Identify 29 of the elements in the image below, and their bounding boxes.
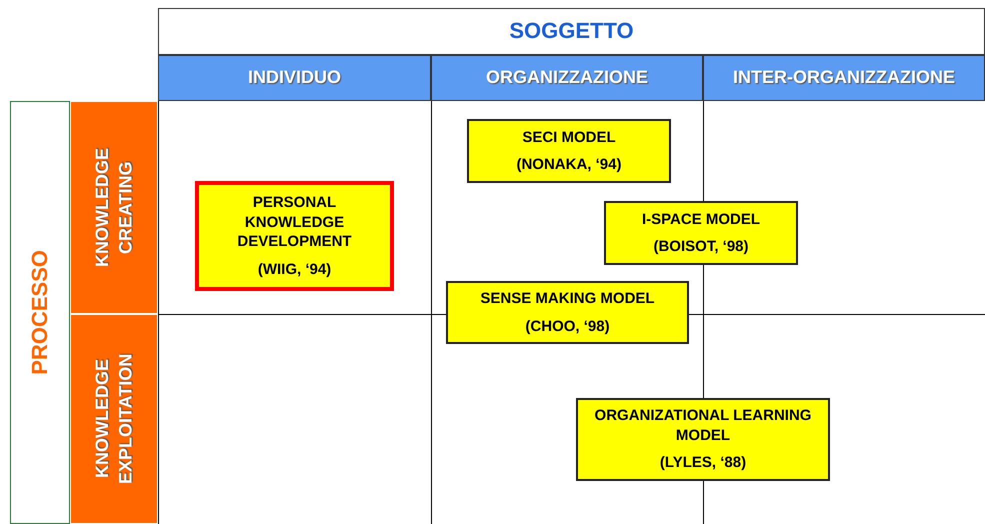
header-title: SOGGETTO bbox=[509, 17, 634, 46]
header-band bbox=[158, 8, 985, 55]
side-title: PROCESSO bbox=[26, 250, 53, 375]
model-text: I-SPACE MODEL bbox=[642, 210, 760, 229]
model-text: (WIIG, ‘94) bbox=[258, 260, 332, 279]
column-header bbox=[158, 55, 431, 101]
model-box bbox=[576, 398, 830, 481]
row-header bbox=[70, 101, 158, 314]
row-title: KNOWLEDGE EXPLOITATION bbox=[90, 352, 136, 486]
model-box bbox=[446, 281, 689, 344]
model-text: PERSONAL KNOWLEDGE DEVELOPMENT bbox=[236, 193, 353, 252]
side-band bbox=[10, 101, 70, 524]
model-text: SENSE MAKING MODEL bbox=[480, 289, 655, 308]
column-title: ORGANIZZAZIONE bbox=[486, 66, 648, 90]
column-header bbox=[431, 55, 703, 101]
model-box bbox=[604, 201, 798, 265]
column-title: INDIVIDUO bbox=[248, 66, 341, 90]
model-box bbox=[195, 181, 394, 291]
model-text: (CHOO, ‘98) bbox=[525, 316, 610, 336]
model-text: (NONAKA, ‘94) bbox=[516, 155, 622, 174]
model-text: SECI MODEL bbox=[522, 128, 616, 147]
model-text: ORGANIZATIONAL LEARNING MODEL bbox=[594, 406, 812, 446]
model-text: (LYLES, ‘88) bbox=[660, 453, 746, 473]
row-title: KNOWLEDGE CREATING bbox=[90, 147, 136, 269]
column-title: INTER-ORGANIZZAZIONE bbox=[733, 66, 955, 90]
model-box bbox=[467, 119, 671, 183]
model-text: (BOISOT, ‘98) bbox=[653, 237, 749, 256]
row-header bbox=[70, 314, 158, 524]
column-header bbox=[703, 55, 985, 101]
